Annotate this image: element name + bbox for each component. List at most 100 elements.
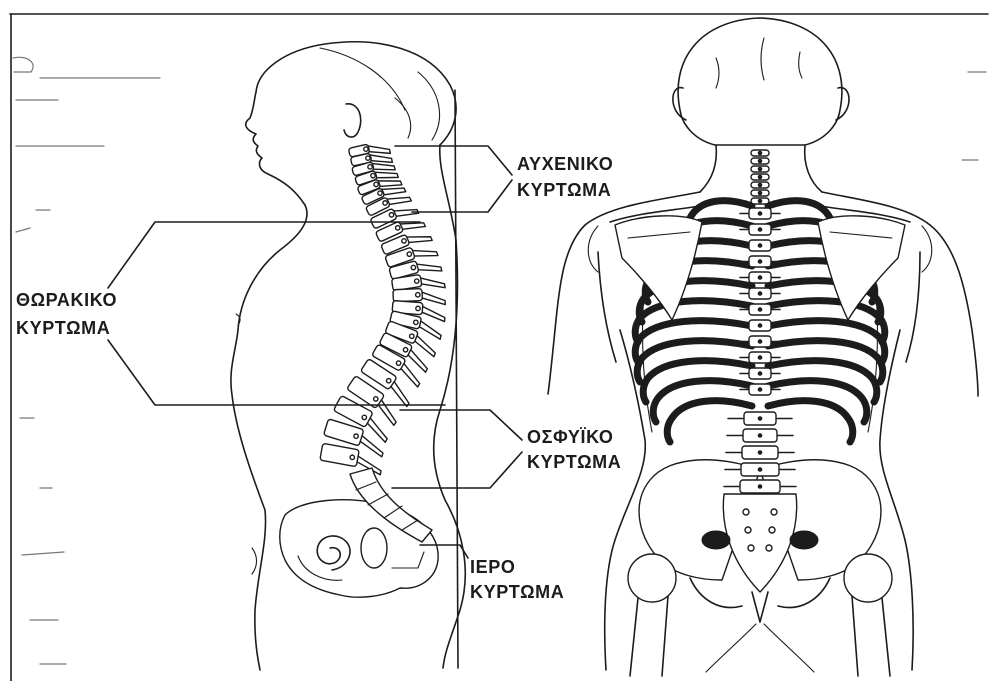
- spinous-process: [758, 260, 762, 264]
- spinous-process: [758, 434, 762, 438]
- sacrum-back: [723, 494, 796, 592]
- vertebral-foramen: [414, 320, 418, 324]
- sacral-foramen: [748, 545, 754, 551]
- vertebral-foramen: [411, 265, 415, 269]
- spinous-process: [758, 417, 762, 421]
- spinous-process: [758, 228, 762, 232]
- spinous-process: [377, 181, 402, 187]
- front-outline: [231, 205, 307, 670]
- spinous-process: [758, 451, 762, 455]
- vertebral-foramen: [396, 226, 400, 230]
- spinous-process: [758, 324, 762, 328]
- left-hip-socket: [628, 554, 676, 602]
- vertebral-foramen: [410, 334, 414, 338]
- sacral-foramen: [745, 527, 751, 533]
- spinous-process: [411, 250, 438, 256]
- spinous-process: [758, 485, 762, 489]
- label-brackets: [108, 146, 522, 558]
- head-profile-outline: [246, 42, 456, 205]
- spinous-process: [367, 146, 390, 154]
- spinous-process: [419, 278, 445, 288]
- hair-line: [418, 72, 440, 140]
- left-ischium: [690, 578, 742, 608]
- sacral-foramen: [743, 509, 749, 515]
- vertebral-foramen: [386, 379, 390, 383]
- plumb-line: [455, 90, 458, 668]
- spinous-process: [758, 244, 762, 248]
- thoracic-label-line1: ΘΩΡΑΚΙΚΟ: [16, 290, 117, 310]
- right-sacroiliac-shadow: [790, 531, 818, 549]
- hair-line: [320, 48, 405, 110]
- vertebral-foramen: [378, 191, 382, 195]
- vertebral-foramen: [354, 434, 358, 438]
- hip-bone: [280, 500, 438, 597]
- vertebral-foramen: [366, 156, 370, 160]
- spinous-process: [758, 388, 762, 392]
- spinous-process: [758, 167, 762, 171]
- hair-line: [716, 58, 719, 88]
- vertebral-foramen: [362, 415, 366, 419]
- left-femur: [630, 596, 668, 676]
- spinous-process: [758, 276, 762, 280]
- hair-line: [395, 98, 411, 138]
- spinous-process: [758, 356, 762, 360]
- left-humerus-head: [588, 226, 598, 272]
- spinous-process: [758, 292, 762, 296]
- scan-artifact: [16, 228, 30, 232]
- scan-frame: [10, 14, 988, 681]
- sacral-foramen: [769, 527, 775, 533]
- left-inner-arm: [598, 252, 616, 362]
- vertebral-foramen: [416, 306, 420, 310]
- coccyx: [752, 592, 768, 622]
- sacral-label-line1: ΙΕΡΟ: [470, 557, 515, 577]
- spinous-process: [758, 175, 762, 179]
- vertebral-foramen: [403, 348, 407, 352]
- thoracic-label-line2: ΚΥΡΤΩΜΑ: [16, 318, 110, 338]
- hair-line: [761, 38, 764, 80]
- scan-artifact: [22, 552, 64, 555]
- spinous-process: [758, 183, 762, 187]
- right-femur: [852, 596, 890, 676]
- gluteal-line-right: [764, 624, 814, 672]
- skull-outline: [678, 18, 842, 145]
- ear: [344, 104, 361, 137]
- neck-left: [700, 145, 716, 192]
- back-view-figure: [548, 18, 978, 676]
- vertebral-foramen: [371, 173, 375, 177]
- lumbar-label-line2: ΚΥΡΤΩΜΑ: [527, 452, 621, 472]
- spinous-process: [369, 155, 392, 163]
- spinous-process: [758, 159, 762, 163]
- hair-line: [799, 52, 802, 78]
- spinous-process: [758, 199, 762, 203]
- spinous-process: [758, 468, 762, 472]
- vertebral-foramen: [396, 361, 400, 365]
- spinous-process: [758, 151, 762, 155]
- vertebral-foramen: [416, 293, 420, 297]
- vertebral-foramen: [389, 213, 393, 217]
- back-outline: [434, 145, 466, 668]
- vertebral-foramen: [374, 182, 378, 186]
- cervical-bracket: [412, 180, 512, 212]
- neck-right: [805, 145, 822, 192]
- spinous-process: [758, 340, 762, 344]
- spinous-process: [359, 434, 383, 456]
- spinous-process: [371, 163, 395, 169]
- hand-mark: [252, 548, 257, 574]
- side-view-figure: [231, 42, 465, 670]
- cervical-label-line1: ΑΥΧΕΝΙΚΟ: [517, 154, 613, 174]
- spinous-process: [758, 308, 762, 312]
- spinous-process: [421, 292, 446, 305]
- sacral-label-line2: ΚΥΡΤΩΜΑ: [470, 582, 564, 602]
- right-hip-socket: [844, 554, 892, 602]
- vertebral-foramen: [368, 165, 372, 169]
- vertebral-foramen: [374, 397, 378, 401]
- right-humerus-head: [922, 226, 932, 272]
- spinous-process: [415, 264, 442, 271]
- thoracic-bracket: [108, 222, 420, 288]
- side-spine: [320, 144, 445, 475]
- lumbar-label-line1: ΟΣΦΥΪΚΟ: [527, 427, 613, 447]
- spinous-process: [421, 306, 445, 322]
- vertebral-foramen: [415, 279, 419, 283]
- spinous-process: [418, 320, 441, 339]
- sacral-foramen: [771, 509, 777, 515]
